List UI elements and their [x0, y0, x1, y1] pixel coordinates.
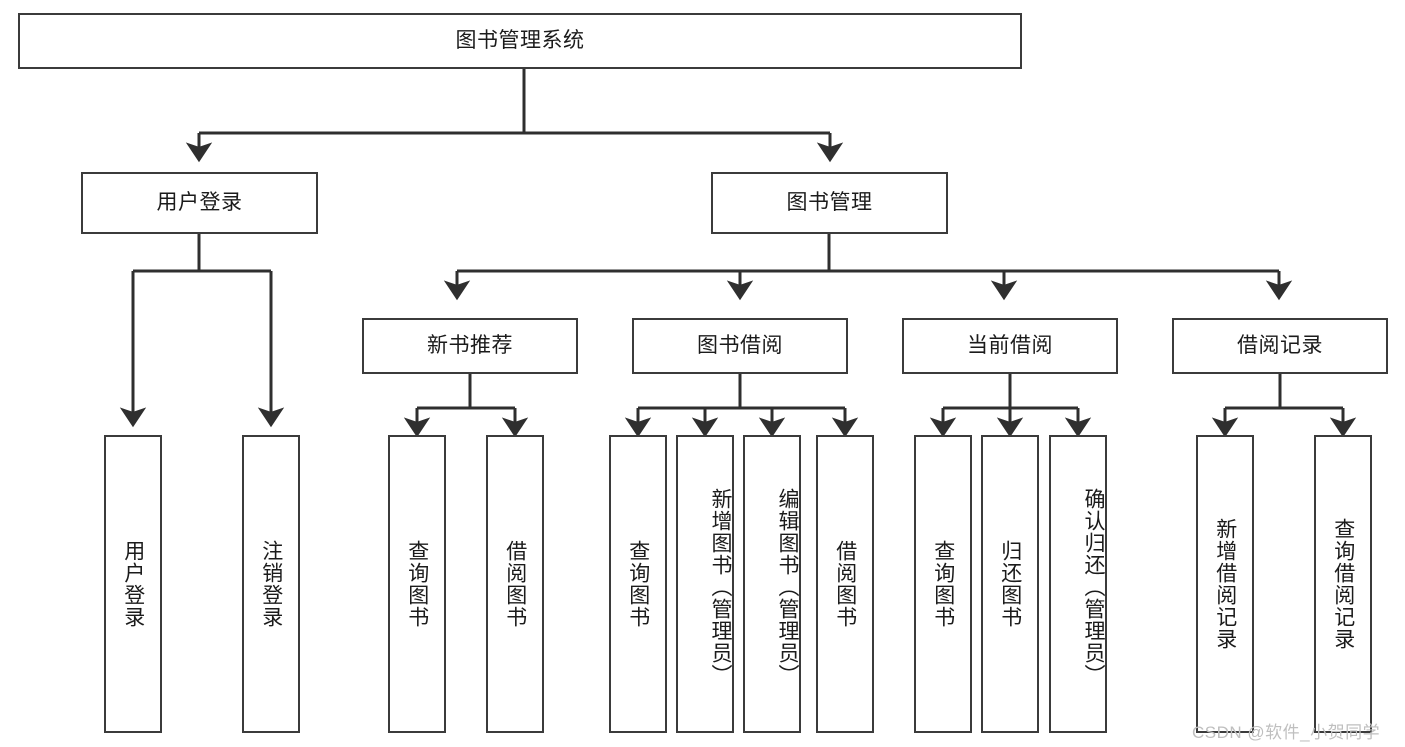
- watermark-csdn: CSDN @软件_小贺同学: [1192, 718, 1380, 743]
- node-label: 用户登录: [156, 191, 243, 215]
- node-label: 查询图书: [931, 540, 955, 628]
- node-label: 新书推荐: [427, 334, 513, 358]
- leaf-user-login-signin[interactable]: 用户登录: [104, 435, 162, 733]
- node-label: 查询借阅记录: [1331, 518, 1355, 650]
- leaf-current-borrow-confirm[interactable]: 确认归还（管理员）: [1049, 435, 1107, 733]
- leaf-book-borrow-query[interactable]: 查询图书: [609, 435, 667, 733]
- edge-group-new-book: [403, 374, 529, 438]
- node-label: 归还图书: [998, 540, 1022, 628]
- leaf-book-borrow-add[interactable]: 新增图书（管理员）: [676, 435, 734, 733]
- node-label: 新增图书（管理员）: [709, 488, 732, 686]
- node-new-book-recommend[interactable]: 新书推荐: [362, 318, 578, 374]
- edge-group-borrow: [624, 374, 859, 438]
- node-label: 新增借阅记录: [1213, 518, 1237, 650]
- node-label: 图书管理: [786, 191, 873, 215]
- node-borrow-record[interactable]: 借阅记录: [1172, 318, 1388, 374]
- node-book-borrow[interactable]: 图书借阅: [632, 318, 848, 374]
- leaf-book-borrow-edit[interactable]: 编辑图书（管理员）: [743, 435, 801, 733]
- node-label: 查询图书: [405, 540, 429, 628]
- watermark-text: CSDN @软件_小贺同学: [1192, 723, 1381, 742]
- edge-group-borrow-record: [1211, 374, 1357, 438]
- node-label: 确认归还（管理员）: [1082, 488, 1105, 686]
- node-label: 注销登录: [259, 540, 283, 628]
- leaf-new-book-borrow[interactable]: 借阅图书: [486, 435, 544, 733]
- edge-group-root: [185, 69, 844, 163]
- leaf-new-book-query[interactable]: 查询图书: [388, 435, 446, 733]
- edge-group-book-manage: [443, 234, 1293, 301]
- node-label: 当前借阅: [967, 334, 1053, 358]
- leaf-current-borrow-query[interactable]: 查询图书: [914, 435, 972, 733]
- node-label: 查询图书: [626, 540, 650, 628]
- node-label: 借阅记录: [1237, 334, 1323, 358]
- node-book-management[interactable]: 图书管理: [711, 172, 948, 234]
- leaf-book-borrow-borrow[interactable]: 借阅图书: [816, 435, 874, 733]
- node-current-borrow[interactable]: 当前借阅: [902, 318, 1118, 374]
- leaf-borrow-record-add[interactable]: 新增借阅记录: [1196, 435, 1254, 733]
- node-label: 图书管理系统: [455, 29, 585, 53]
- edge-group-user-login: [119, 234, 285, 428]
- node-user-login[interactable]: 用户登录: [81, 172, 318, 234]
- edge-group-current-borrow: [929, 374, 1092, 438]
- leaf-user-login-signout[interactable]: 注销登录: [242, 435, 300, 733]
- node-label: 借阅图书: [503, 540, 527, 628]
- node-label: 图书借阅: [697, 334, 783, 358]
- node-label: 编辑图书（管理员）: [776, 488, 799, 686]
- leaf-current-borrow-return[interactable]: 归还图书: [981, 435, 1039, 733]
- node-root-system[interactable]: 图书管理系统: [18, 13, 1022, 69]
- node-label: 用户登录: [121, 540, 145, 628]
- leaf-borrow-record-query[interactable]: 查询借阅记录: [1314, 435, 1372, 733]
- node-label: 借阅图书: [833, 540, 857, 628]
